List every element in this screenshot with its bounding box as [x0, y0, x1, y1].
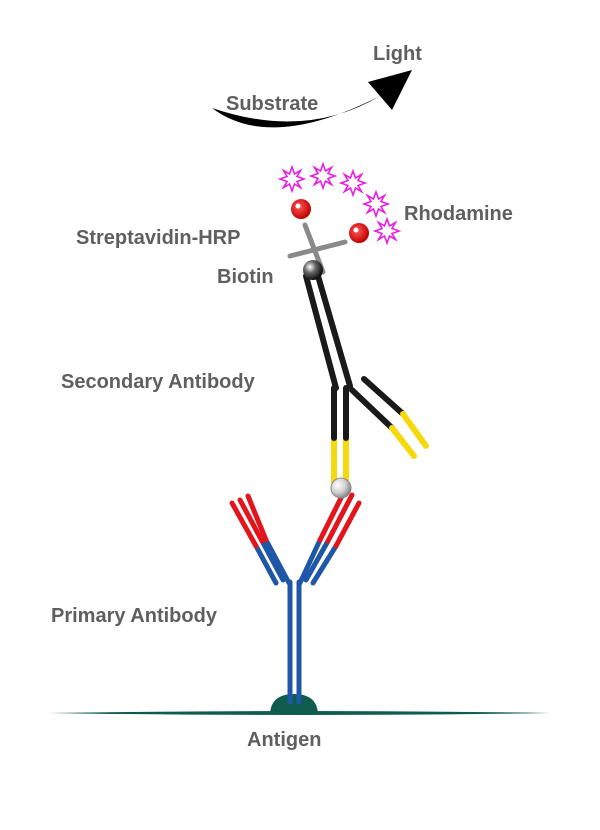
- rhodamine-star-2: [308, 161, 338, 191]
- rhodamine-star-3: [338, 168, 368, 198]
- label-rhodamine: Rhodamine: [404, 203, 513, 225]
- arrow-body: [212, 96, 380, 128]
- hrp-bead-left-highlight: [295, 203, 301, 209]
- label-secondary-antibody: Secondary Antibody: [61, 371, 256, 393]
- hrp-bead-right: [349, 223, 369, 243]
- label-streptavidin-hrp: Streptavidin-HRP: [76, 227, 240, 249]
- rhodamine-star-4: [361, 189, 391, 219]
- rhodamine-star-1: [277, 164, 307, 194]
- hrp-bead-left: [291, 199, 311, 219]
- primary-antibody: [229, 489, 362, 705]
- secondary-antibody: [303, 273, 429, 486]
- substrate-arrow: [212, 70, 412, 128]
- antigen-group: [50, 694, 550, 715]
- antigen-dome: [270, 694, 318, 714]
- arrow-head: [368, 70, 412, 110]
- label-primary-antibody: Primary Antibody: [51, 605, 218, 627]
- label-biotin: Biotin: [217, 266, 274, 288]
- label-antigen: Antigen: [247, 729, 321, 751]
- biotin-bead: [303, 260, 323, 280]
- label-light: Light: [373, 43, 422, 65]
- hrp-bead-right-highlight: [353, 227, 359, 233]
- rhodamine-star-5: [372, 216, 402, 246]
- link-bead: [330, 477, 352, 499]
- rhodamine-stars: [277, 161, 402, 246]
- label-substrate: Substrate: [226, 93, 318, 115]
